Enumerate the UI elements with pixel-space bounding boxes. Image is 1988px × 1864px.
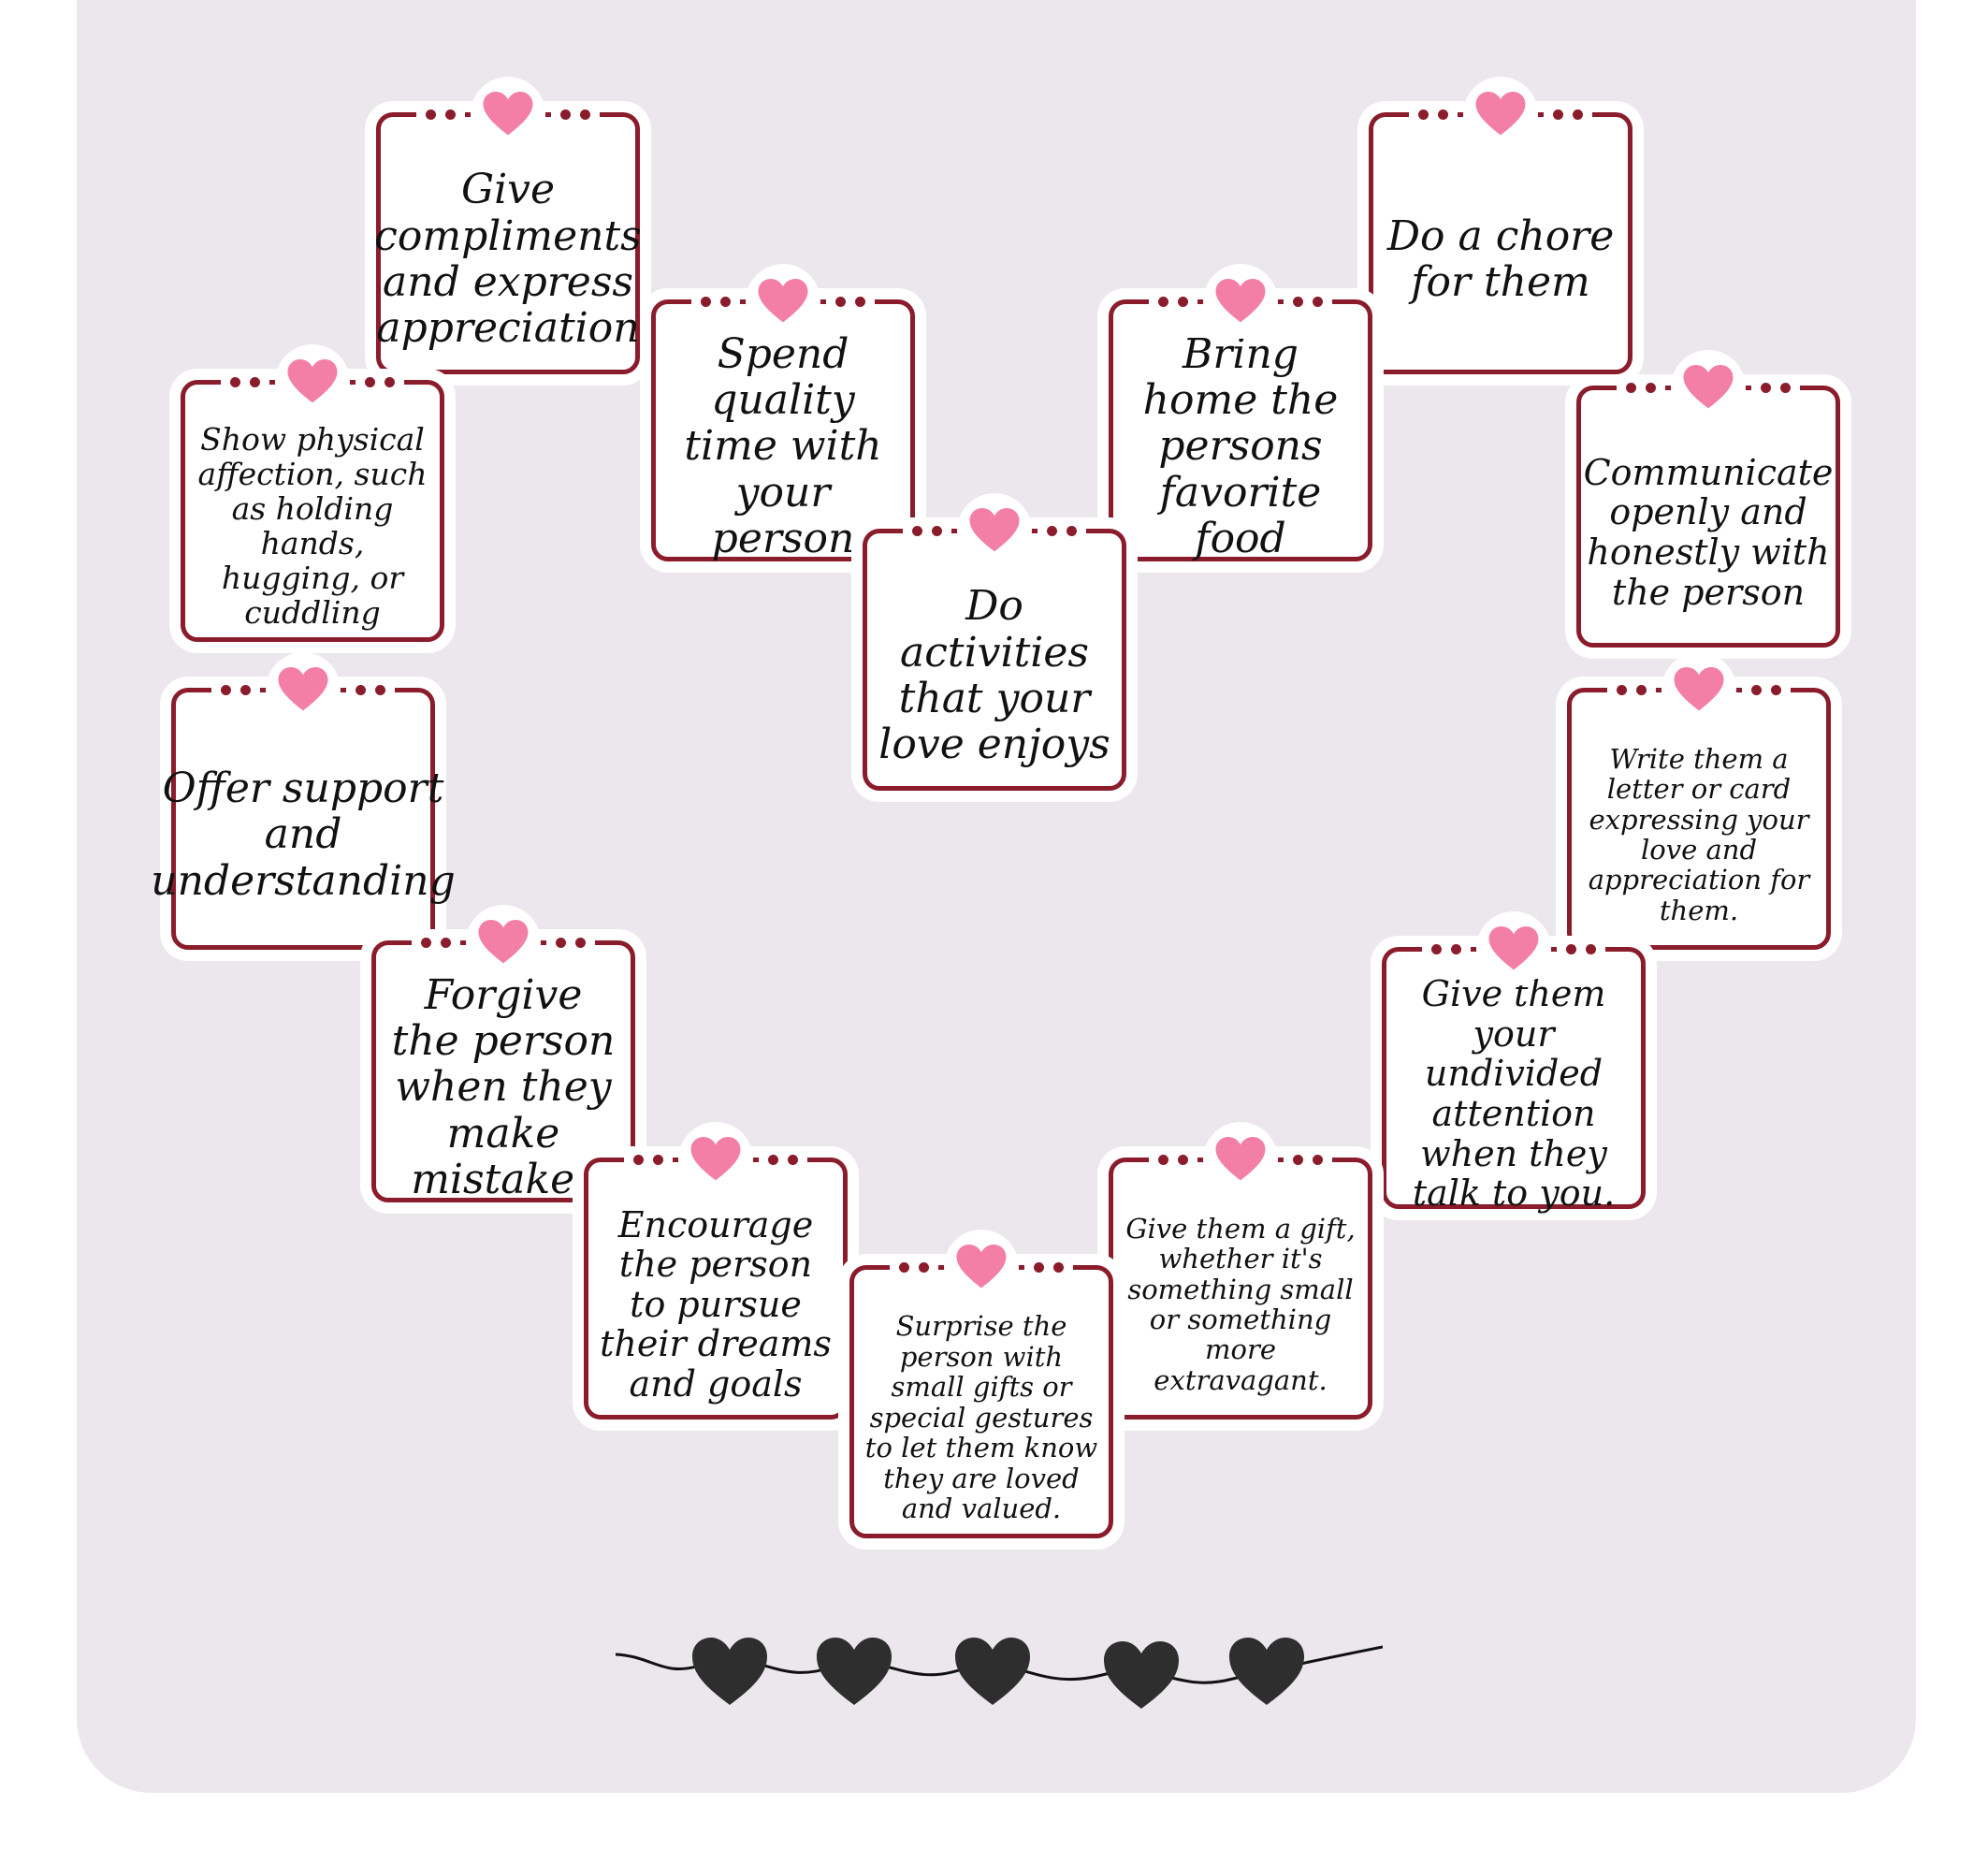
card-text: Surprise the person with small gifts or … [864,1310,1098,1525]
card-quality-time: Spend quality time with your person [651,264,915,562]
heart-icon [690,1137,741,1181]
card-header [1133,1122,1348,1197]
dot-pair-icon [1617,376,1665,399]
garland-heart [817,1638,892,1705]
dot-pair-icon [551,103,600,125]
card-text: Give them your undivided attention when … [1412,973,1616,1215]
card-header [1406,911,1621,986]
dot-pair-icon [412,931,460,954]
card-header [874,1230,1089,1304]
card-header [1393,77,1608,152]
dot-pair-icon [826,290,875,313]
card-encourage: Encourage the person to pursue their dre… [584,1122,848,1420]
garland-heart [1229,1638,1304,1705]
heart-icon [483,92,533,136]
dot-pair-icon [1607,678,1656,701]
card-header [1133,264,1348,339]
card-undivided-attention: Give them your undivided attention when … [1382,911,1646,1213]
card-text: Write them a letter or card expressing y… [1588,742,1810,926]
card-text: Show physical affection, such as holding… [197,421,428,631]
garland-heart [1104,1641,1179,1709]
card-chore: Do a chore for them [1369,77,1632,374]
card-header [1601,350,1816,425]
heart-icon [287,359,338,403]
garland-heart [692,1638,767,1705]
card-communicate: Communicate openly and honestly with the… [1576,350,1840,648]
garland-heart [955,1638,1030,1705]
heart-icon [1488,926,1539,970]
card-text: Give compliments and express appreciatio… [374,166,642,353]
dot-pair-icon [1149,290,1197,313]
card-support: Offer support and understanding [151,652,456,950]
heart-icon [956,1245,1007,1289]
dot-pair-icon [624,1148,673,1171]
card-header [196,652,411,727]
dot-pair-icon [1544,103,1592,125]
heart-icon [758,279,808,323]
dot-pair-icon [1742,678,1791,701]
dot-pair-icon [691,290,740,313]
dot-pair-icon [1409,103,1458,125]
card-header [675,264,891,339]
card-activities: Do activities that your love enjoys [863,493,1126,791]
heart-icon [1674,667,1724,711]
card-letter: Write them a letter or card expressing y… [1567,652,1831,950]
heart-icon [1215,279,1266,323]
dot-pair-icon [1557,938,1605,960]
card-text: Offer support and understanding [151,765,456,905]
card-header [205,344,420,419]
card-header [608,1122,823,1197]
card-header [396,905,611,980]
heart-icon [1683,365,1734,409]
dot-pair-icon [546,931,595,954]
card-text: Do a chore for them [1386,211,1615,306]
card-gift: Give them a gift, whether it's something… [1109,1122,1372,1420]
card-header [887,493,1102,568]
dot-pair-icon [1751,376,1800,399]
dot-pair-icon [1024,1256,1073,1278]
heart-icon [478,920,529,964]
card-text: Communicate openly and honestly with the… [1583,451,1834,613]
dot-pair-icon [1149,1148,1197,1171]
card-compliments: Give compliments and express appreciatio… [374,77,642,374]
dot-pair-icon [416,103,465,125]
heart-icon [278,667,328,711]
dot-pair-icon [211,678,260,701]
heart-icon [969,508,1020,552]
dot-pair-icon [890,1256,938,1278]
dot-pair-icon [1038,519,1086,542]
card-header [1591,652,1807,727]
card-physical-affection: Show physical affection, such as holding… [181,344,444,642]
card-text: Encourage the person to pursue their dre… [600,1203,832,1405]
dot-pair-icon [903,519,951,542]
dot-pair-icon [346,678,395,701]
dot-pair-icon [1284,290,1332,313]
dot-pair-icon [759,1148,807,1171]
card-text: Bring home the persons favorite food [1142,329,1339,562]
card-surprise: Surprise the person with small gifts or … [849,1230,1113,1538]
dot-pair-icon [1422,938,1471,960]
card-text: Do activities that your love enjoys [878,582,1110,769]
card-forgive: Forgive the person when they make mistak… [371,905,635,1203]
card-text: Forgive the person when they make mistak… [391,970,616,1203]
heart-icon [1475,92,1526,136]
dot-pair-icon [1284,1148,1332,1171]
card-header [400,77,616,152]
heart-garland-icon [616,1638,1383,1709]
heart-icon [1215,1137,1266,1181]
card-text: Give them a gift, whether it's something… [1125,1212,1356,1396]
dot-pair-icon [221,371,269,393]
dot-pair-icon [356,371,404,393]
card-favorite-food: Bring home the persons favorite food [1109,264,1372,562]
card-text: Spend quality time with your person [684,329,882,562]
